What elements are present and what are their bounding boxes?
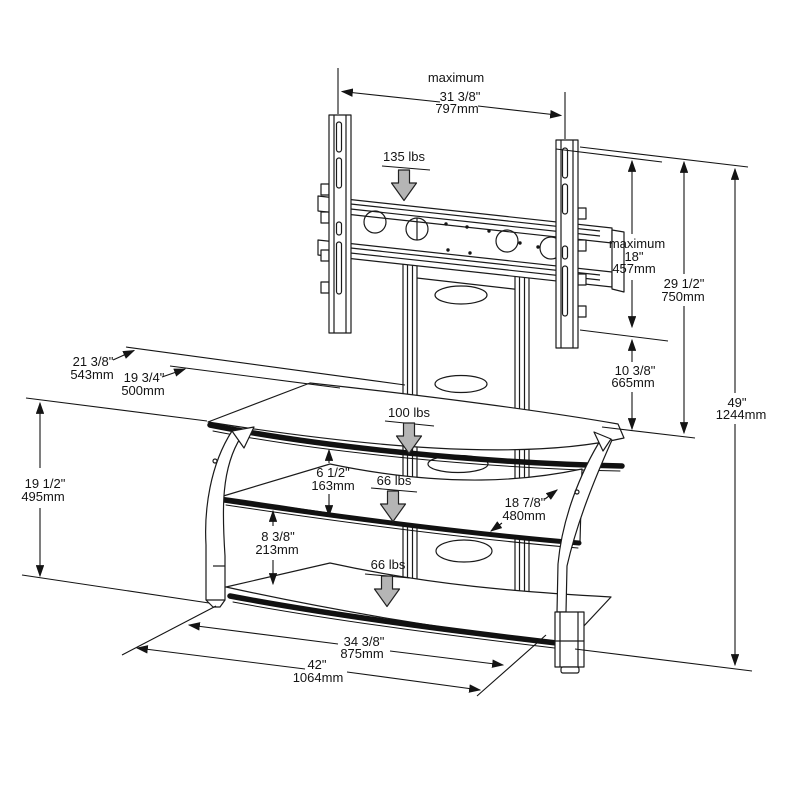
label-inner-width-in: 34 3/8" xyxy=(344,634,385,649)
mount-rail-right xyxy=(555,139,587,349)
right-leg-gusset xyxy=(593,431,612,452)
label-load-bottom-shelf: 66 lbs xyxy=(371,557,406,572)
load-arrow-top-shelf xyxy=(395,422,423,455)
right-leg xyxy=(554,431,613,674)
label-overall-depth-in: 21 3/8" xyxy=(73,354,114,369)
label-overall-width-in: 42" xyxy=(307,657,326,672)
screw-holes xyxy=(444,222,540,255)
dimension-lines xyxy=(21,68,753,697)
load-arrow-middle-shelf xyxy=(379,490,407,523)
tv-mount-assembly xyxy=(317,114,625,349)
ext-line xyxy=(169,365,341,389)
label-mount-width-note: maximum xyxy=(428,70,484,85)
legs xyxy=(205,426,613,674)
ext-line xyxy=(121,605,217,656)
ext-line xyxy=(25,397,208,422)
right-foot-pad xyxy=(560,666,580,674)
cable-cutout-4 xyxy=(435,539,493,563)
label-middle-shelf-depth-mm: 480mm xyxy=(502,508,545,523)
label-load-middle-shelf: 66 lbs xyxy=(377,473,412,488)
label-load-top-shelf: 100 lbs xyxy=(388,405,430,420)
label-top-shelf-height-in: 19 1/2" xyxy=(25,476,66,491)
label-middle-shelf-depth-in: 18 7/8" xyxy=(505,495,546,510)
right-foot xyxy=(554,611,585,668)
label-overall-height-in: 49" xyxy=(727,395,746,410)
label-mount-top-to-shelf-mm: 750mm xyxy=(661,289,704,304)
cable-cutout-1 xyxy=(434,285,488,305)
label-mount-height-in: 18" xyxy=(624,249,643,264)
ext-line xyxy=(125,346,406,386)
label-top-middle-gap-in: 6 1/2" xyxy=(316,465,350,480)
ext-line xyxy=(555,148,663,163)
ext-line xyxy=(476,634,547,697)
ext-line xyxy=(574,648,753,672)
label-top-shelf-height-mm: 495mm xyxy=(21,489,64,504)
crossbar-backing xyxy=(318,211,612,272)
label-mount-width-mm: 797mm xyxy=(435,101,478,116)
mount-rail-left xyxy=(320,114,352,334)
top-shelf xyxy=(207,382,625,472)
ext-line xyxy=(601,426,696,439)
label-bracket-to-shelf-mm: 665mm xyxy=(611,375,654,390)
label-mount-width-in: 31 3/8" xyxy=(440,89,481,104)
ext-line xyxy=(21,574,210,604)
label-mount-height-mm: 457mm xyxy=(612,261,655,276)
load-arrow-mount xyxy=(390,169,418,202)
load-arrow-bottom-shelf xyxy=(373,575,401,608)
label-overall-depth-mm: 543mm xyxy=(70,367,113,382)
label-middle-bottom-gap-mm: 213mm xyxy=(255,542,298,557)
dimension-labels: maximum 31 3/8" 797mm 135 lbs maximum 18… xyxy=(21,70,766,685)
label-overall-width-mm: 1064mm xyxy=(293,670,344,685)
label-top-shelf-depth-mm: 500mm xyxy=(121,383,164,398)
right-leg-hole xyxy=(574,489,580,495)
label-inner-width-mm: 875mm xyxy=(340,646,383,661)
label-middle-bottom-gap-in: 8 3/8" xyxy=(261,529,295,544)
load-arrows xyxy=(364,165,435,608)
left-leg-gusset xyxy=(231,426,255,449)
ext-line xyxy=(579,329,669,342)
ext-line xyxy=(579,146,749,168)
label-load-mount: 135 lbs xyxy=(383,149,425,164)
label-top-middle-gap-mm: 163mm xyxy=(311,478,354,493)
label-overall-height-mm: 1244mm xyxy=(716,407,767,422)
left-leg xyxy=(205,426,255,608)
crossbar-end-bracket xyxy=(611,229,625,293)
label-top-shelf-depth-in: 19 3/4" xyxy=(124,370,165,385)
left-leg-hole xyxy=(212,458,218,464)
mount-hole-3 xyxy=(495,229,519,253)
label-mount-height-note: maximum xyxy=(609,236,665,251)
mount-hole-1 xyxy=(363,210,387,234)
shelves xyxy=(207,382,625,650)
label-mount-top-to-shelf-in: 29 1/2" xyxy=(664,276,705,291)
cable-cutout-2 xyxy=(434,374,488,394)
label-bracket-to-shelf-in: 10 3/8" xyxy=(615,363,656,378)
